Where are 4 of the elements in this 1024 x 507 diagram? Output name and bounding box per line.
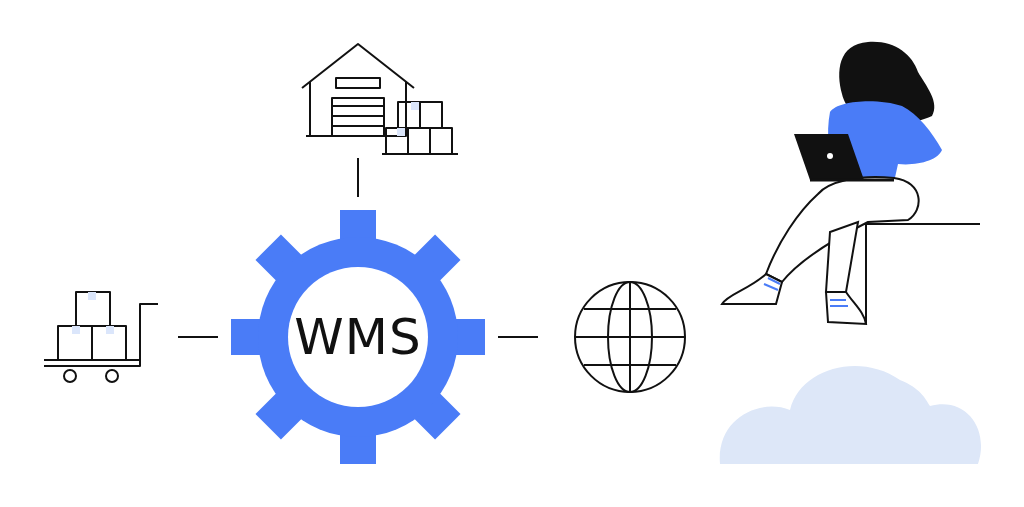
connector-line: [177, 336, 219, 338]
connector-line: [497, 336, 539, 338]
connector-line: [357, 157, 359, 198]
node-label: WMS: [294, 308, 422, 366]
